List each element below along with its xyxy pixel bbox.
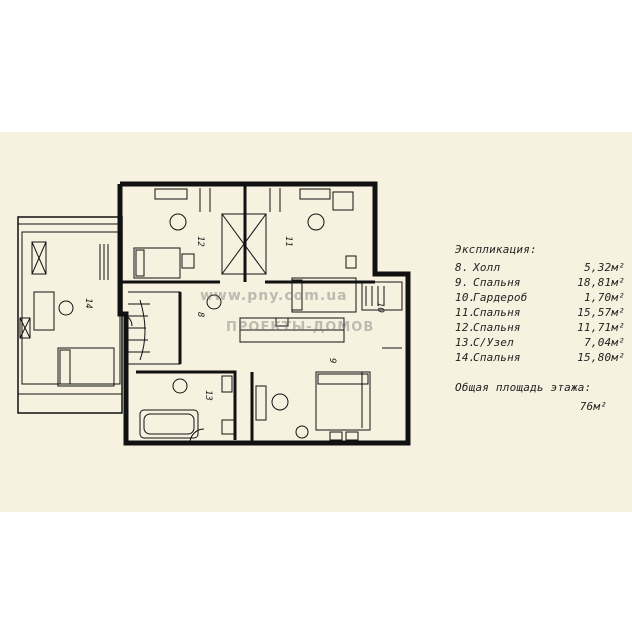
- legend-num: 12.: [455, 321, 476, 334]
- room-label-11: 11: [283, 236, 293, 247]
- legend-name: Спальня: [473, 321, 521, 334]
- chair-12: [169, 213, 187, 231]
- legend-row: 14. Спальня 15,80м²: [455, 350, 625, 365]
- shower: [221, 419, 235, 435]
- room-label-10: 10: [375, 302, 385, 313]
- legend-num: 11.: [455, 306, 476, 319]
- legend-row: 10. Гардероб 1,70м²: [455, 290, 625, 305]
- legend-num: 8.: [455, 261, 469, 274]
- legend-area: 18,81м²: [577, 276, 625, 289]
- legend-name: Гардероб: [473, 291, 528, 304]
- cabinet: [255, 385, 267, 421]
- legend-num: 10.: [455, 291, 476, 304]
- desk-11: [299, 188, 331, 200]
- room-label-13: 13: [203, 390, 213, 401]
- chair-14: [58, 300, 74, 316]
- window-left-2: [19, 317, 31, 339]
- legend-name: Спальня: [473, 351, 521, 364]
- wardrobe-10: [221, 213, 267, 275]
- legend-name: Спальня: [473, 306, 521, 319]
- armchair-11: [332, 191, 354, 211]
- legend-num: 14.: [455, 351, 476, 364]
- washbasin: [172, 378, 188, 394]
- floor-plan: 12 11 14 8 9 10 13: [17, 181, 411, 446]
- chair-9b: [295, 425, 309, 439]
- bed-12: [133, 247, 181, 279]
- legend-name: Холл: [473, 261, 501, 274]
- bed-14: [57, 347, 115, 387]
- legend-area: 11,71м²: [577, 321, 625, 334]
- drawing-sheet: [0, 132, 632, 512]
- room-label-12: 12: [195, 236, 205, 247]
- outer-wall: [120, 181, 411, 446]
- legend-row: 12. Спальня 11,71м²: [455, 320, 625, 335]
- legend-row: 9. Спальня 18,81м²: [455, 275, 625, 290]
- nightstand-12: [181, 253, 195, 269]
- legend-num: 9.: [455, 276, 469, 289]
- total-area-value: 76м²: [579, 400, 607, 413]
- legend-area: 15,80м²: [577, 351, 625, 364]
- room-label-14: 14: [83, 298, 93, 309]
- chair-11: [307, 213, 325, 231]
- legend-name: Спальня: [473, 276, 521, 289]
- explication-legend: Экспликация: 8. Холл 5,32м² 9. Спальня 1…: [455, 242, 625, 414]
- legend-row: 13. С/Узел 7,04м²: [455, 335, 625, 350]
- legend-row: 11. Спальня 15,57м²: [455, 305, 625, 320]
- nightstand-9b: [345, 431, 359, 441]
- legend-area: 15,57м²: [577, 306, 625, 319]
- legend-title: Экспликация:: [455, 243, 537, 256]
- room-label-8: 8: [195, 312, 205, 317]
- nightstand-9a: [329, 431, 343, 441]
- legend-area: 1,70м²: [584, 291, 625, 304]
- toilet: [221, 375, 233, 393]
- wing-room-14: [17, 216, 123, 414]
- room-label-9: 9: [327, 358, 337, 363]
- bed-9: [315, 371, 371, 431]
- total-area-label: Общая площадь этажа:: [455, 381, 592, 394]
- nightstand-11: [345, 255, 357, 269]
- legend-name: С/Узел: [473, 336, 514, 349]
- chair-9a: [271, 393, 289, 411]
- desk-14: [33, 291, 55, 331]
- hall-chair: [206, 294, 222, 310]
- legend-row: 8. Холл 5,32м²: [455, 260, 625, 275]
- watermark-url: www.pny.com.ua: [200, 288, 348, 304]
- bathtub: [139, 409, 199, 439]
- legend-num: 13.: [455, 336, 476, 349]
- closet-10: [361, 281, 403, 311]
- watermark-brand: ПРОЕКТЫ-ДОМОВ: [226, 320, 375, 335]
- desk-12: [154, 188, 188, 200]
- legend-area: 5,32м²: [584, 261, 625, 274]
- legend-area: 7,04м²: [584, 336, 625, 349]
- window-left: [31, 241, 47, 275]
